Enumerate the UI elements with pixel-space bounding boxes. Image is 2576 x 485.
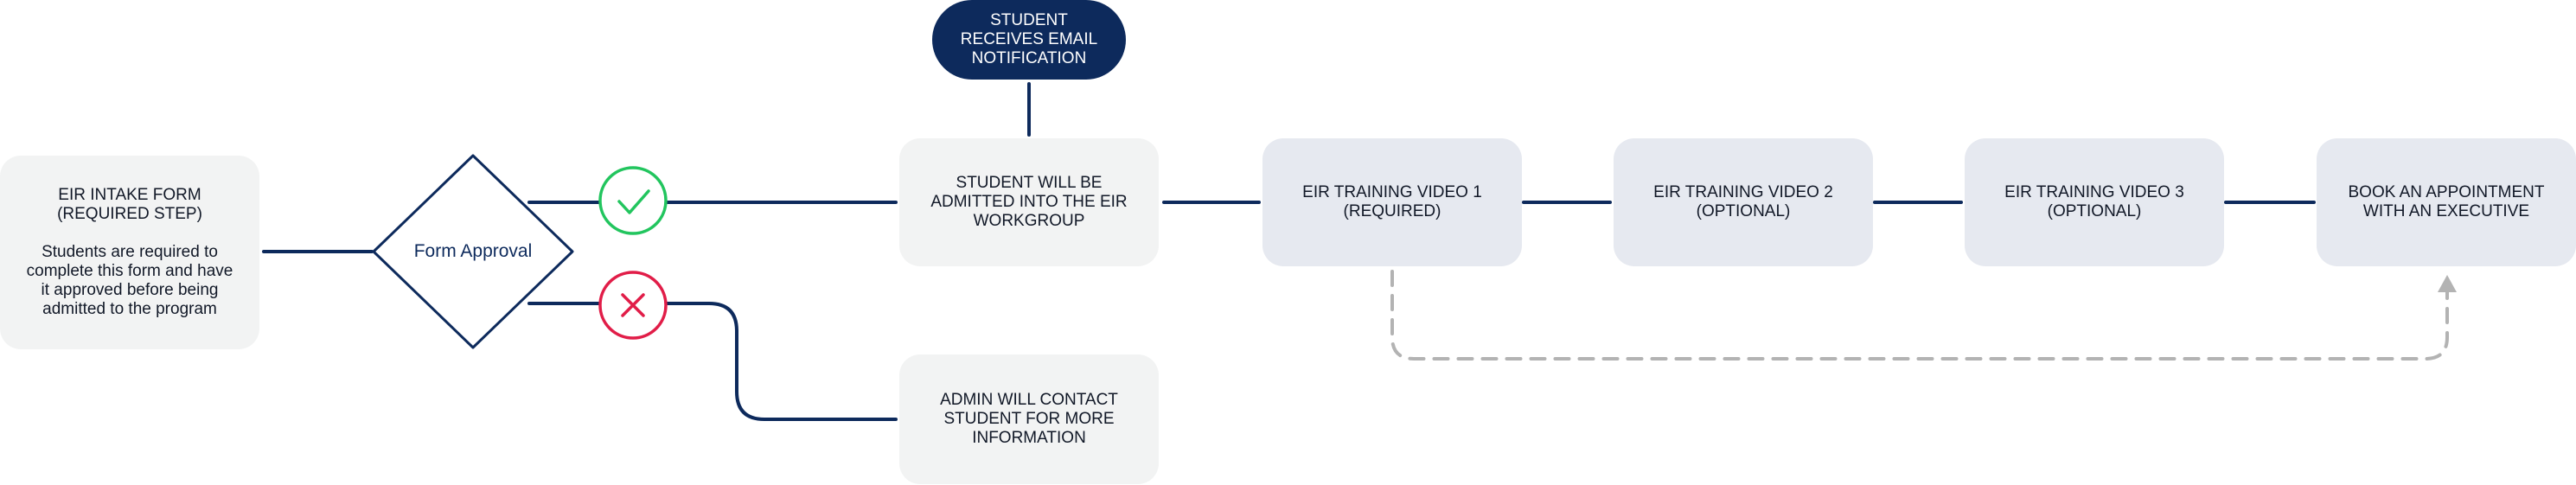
email-line-2: RECEIVES EMAIL bbox=[960, 30, 1098, 48]
intake-title-2: (REQUIRED STEP) bbox=[57, 205, 202, 223]
video2-line-1: EIR TRAINING VIDEO 2 bbox=[1653, 183, 1833, 201]
admitted-node: STUDENT WILL BE ADMITTED INTO THE EIR WO… bbox=[899, 138, 1159, 266]
arrow-up-icon bbox=[2438, 275, 2457, 292]
check-icon bbox=[617, 189, 650, 214]
training-video-1-node: EIR TRAINING VIDEO 1 (REQUIRED) bbox=[1262, 138, 1522, 266]
intake-form-node: EIR INTAKE FORM (REQUIRED STEP) Students… bbox=[0, 156, 259, 349]
appointment-line-1: BOOK AN APPOINTMENT bbox=[2348, 183, 2545, 201]
video3-line-2: (OPTIONAL) bbox=[2047, 202, 2142, 220]
book-appointment-node: BOOK AN APPOINTMENT WITH AN EXECUTIVE bbox=[2317, 138, 2576, 266]
admin-line-2: STUDENT FOR MORE bbox=[943, 410, 1115, 428]
connector-reject-admin bbox=[527, 302, 898, 421]
video1-line-2: (REQUIRED) bbox=[1343, 202, 1441, 220]
admitted-line-3: WORKGROUP bbox=[973, 212, 1085, 230]
video3-line-1: EIR TRAINING VIDEO 3 bbox=[2004, 183, 2184, 201]
form-approval-label: Form Approval bbox=[413, 241, 533, 261]
email-line-3: NOTIFICATION bbox=[971, 49, 1087, 67]
reject-badge bbox=[598, 271, 668, 340]
intake-desc-3: it approved before being bbox=[41, 281, 219, 299]
optional-skip-path bbox=[1390, 270, 2449, 361]
admitted-line-1: STUDENT WILL BE bbox=[956, 174, 1103, 192]
form-approval-diamond bbox=[372, 154, 574, 349]
intake-desc-4: admitted to the program bbox=[42, 300, 217, 318]
admitted-line-2: ADMITTED INTO THE EIR bbox=[930, 193, 1128, 211]
training-video-3-node: EIR TRAINING VIDEO 3 (OPTIONAL) bbox=[1965, 138, 2224, 266]
training-video-2-node: EIR TRAINING VIDEO 2 (OPTIONAL) bbox=[1614, 138, 1873, 266]
approve-badge bbox=[598, 166, 668, 235]
admin-line-3: INFORMATION bbox=[972, 429, 1086, 447]
email-notification-node: STUDENT RECEIVES EMAIL NOTIFICATION bbox=[932, 0, 1126, 80]
intake-title-1: EIR INTAKE FORM bbox=[58, 186, 201, 204]
intake-desc-2: complete this form and have bbox=[26, 262, 233, 280]
email-line-1: STUDENT bbox=[990, 11, 1068, 29]
admin-contact-node: ADMIN WILL CONTACT STUDENT FOR MORE INFO… bbox=[899, 354, 1159, 484]
x-icon bbox=[621, 293, 645, 317]
video2-line-2: (OPTIONAL) bbox=[1696, 202, 1791, 220]
video1-line-1: EIR TRAINING VIDEO 1 bbox=[1302, 183, 1482, 201]
intake-description: Students are required to complete this f… bbox=[27, 243, 233, 319]
intake-desc-1: Students are required to bbox=[42, 243, 218, 261]
appointment-line-2: WITH AN EXECUTIVE bbox=[2362, 202, 2530, 220]
admin-line-1: ADMIN WILL CONTACT bbox=[940, 391, 1118, 409]
